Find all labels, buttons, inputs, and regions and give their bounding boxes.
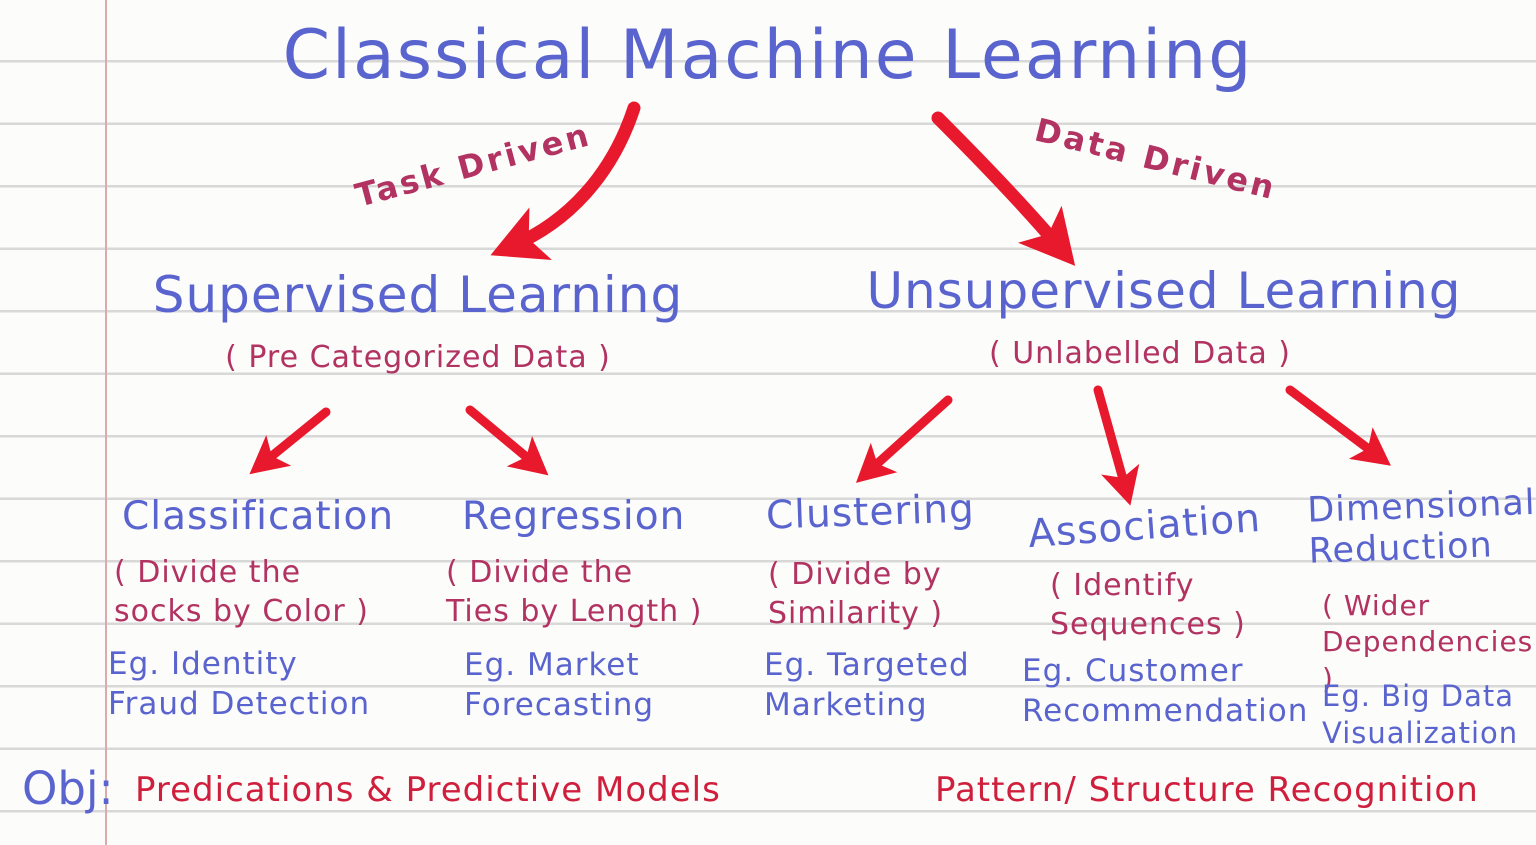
node-analogy-clustering: ( Divide by Similarity ) bbox=[768, 557, 944, 631]
diagram-title: Classical Machine Learning bbox=[282, 16, 1254, 95]
arrow-supervised-to-classification bbox=[249, 407, 331, 475]
node-title-clustering: Clustering bbox=[765, 486, 976, 539]
arrow-unsupervised-to-dimensionality bbox=[1285, 385, 1391, 466]
node-title-classification: Classification bbox=[122, 494, 395, 539]
node-example-association: Eg. Customer Recommendation bbox=[1022, 653, 1309, 729]
objectives-label: Obj: bbox=[22, 762, 114, 815]
node-title-regression: Regression bbox=[462, 494, 686, 539]
arrow-supervised-to-regression bbox=[465, 405, 549, 476]
arrow-unsupervised-to-clustering bbox=[855, 395, 953, 483]
node-example-regression: Eg. Market Forecasting bbox=[464, 647, 655, 723]
arrow-unsupervised-to-association bbox=[1093, 385, 1140, 506]
node-analogy-classification: ( Divide the socks by Color ) bbox=[114, 555, 369, 629]
node-analogy-regression: ( Divide the Ties by Length ) bbox=[446, 555, 703, 629]
paper-margin-line bbox=[105, 0, 107, 845]
arrow-title-to-unsupervised bbox=[931, 111, 1076, 266]
node-example-classification: Eg. Identity Fraud Detection bbox=[108, 646, 371, 722]
objective-supervised: Predications & Predictive Models bbox=[135, 770, 721, 810]
branch-subtitle-unsupervised: ( Unlabelled Data ) bbox=[988, 336, 1291, 371]
node-title-dimensionality-reduction: Dimensionality Reduction bbox=[1306, 481, 1536, 573]
node-analogy-association: ( Identify Sequences ) bbox=[1050, 568, 1246, 642]
node-analogy-dimensionality-reduction: ( Wider Dependencies ) bbox=[1322, 589, 1534, 695]
node-example-clustering: Eg. Targeted Marketing bbox=[764, 647, 970, 723]
branch-title-supervised: Supervised Learning bbox=[152, 266, 684, 324]
arrow-title-to-supervised bbox=[490, 101, 641, 260]
branch-subtitle-supervised: ( Pre Categorized Data ) bbox=[225, 340, 611, 375]
branch-title-unsupervised: Unsupervised Learning bbox=[866, 262, 1462, 320]
objective-unsupervised: Pattern/ Structure Recognition bbox=[935, 770, 1479, 810]
node-example-dimensionality-reduction: Eg. Big Data Visualization bbox=[1322, 679, 1519, 751]
